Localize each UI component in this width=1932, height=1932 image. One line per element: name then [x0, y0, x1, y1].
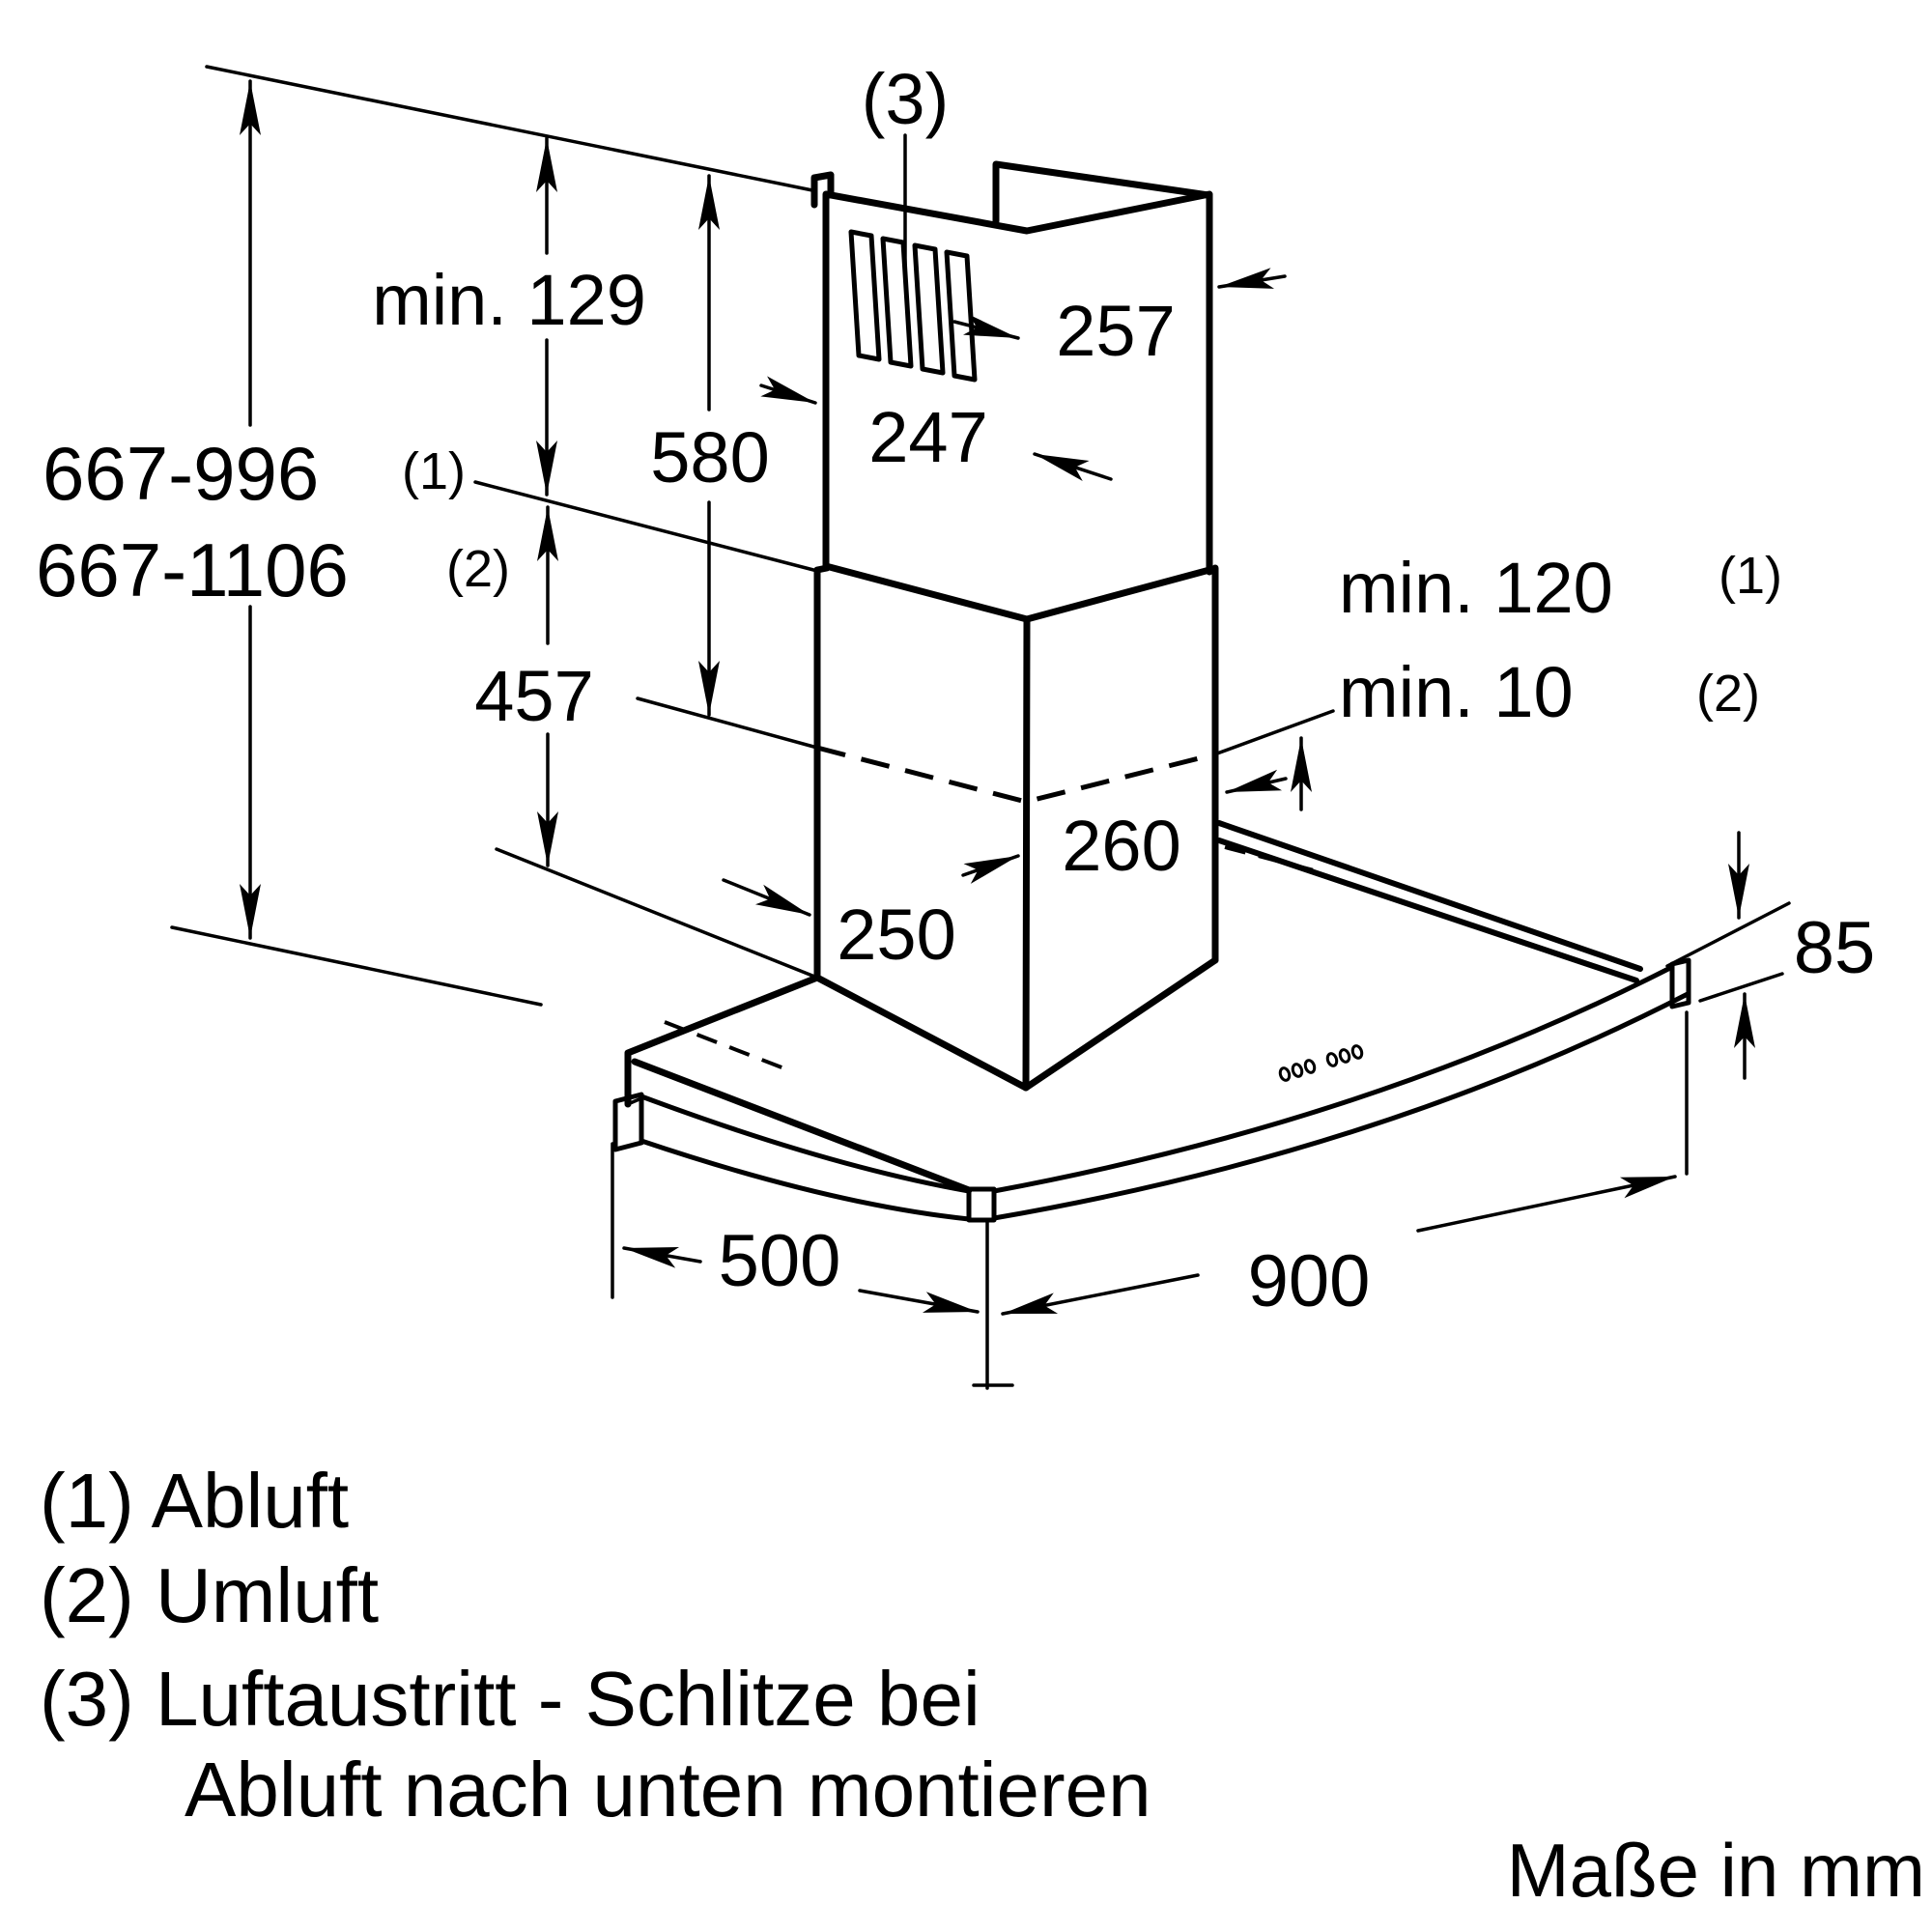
- chimney-base-edges: [813, 956, 1219, 1092]
- control-button: [1303, 1059, 1317, 1074]
- legend-item-exhaust: (1) Abluft: [40, 1458, 349, 1544]
- dimension-labels: (3) min. 129 580 247 257 667-996 (1) 667…: [36, 59, 1875, 1322]
- glass-rim-upper-right: [991, 964, 1675, 1194]
- lower-duct-right-edge: [1206, 564, 1219, 964]
- upper-duct-outline: [822, 190, 1213, 574]
- duct-depth-top-arrow-right: [1033, 452, 1113, 481]
- air-slot: [912, 242, 946, 376]
- legend-item-outlet: (3) Luftaustritt - Schlitze bei: [40, 1656, 980, 1742]
- chimney-upper-section: [810, 160, 1213, 623]
- glass-rim-lower-left: [639, 1138, 972, 1222]
- duct-depth-top-arrow-left: [759, 376, 817, 405]
- width-arrow-right: [1416, 1175, 1677, 1233]
- depth-arrow-right: [858, 1289, 980, 1314]
- label-hood-width: 900: [1248, 1240, 1371, 1322]
- depth-arrow-left: [622, 1246, 702, 1268]
- control-button: [1338, 1048, 1351, 1064]
- superscript-min-exhaust: (1): [1719, 547, 1782, 605]
- label-min-clearance-exhaust: min. 120: [1339, 548, 1613, 628]
- lower-duct-top-reference-line: [473, 480, 819, 573]
- ceiling-line: [205, 65, 814, 192]
- legend-item-outlet-cont: Abluft nach unten montieren: [185, 1747, 1151, 1833]
- air-slot: [880, 236, 914, 369]
- hidden-edge-right: [1224, 845, 1315, 872]
- label-outlet-ref: (3): [862, 59, 949, 139]
- upper-duct-bottom-edge: [822, 562, 1213, 623]
- control-button: [1278, 1066, 1292, 1082]
- hidden-edge-left: [664, 1020, 795, 1074]
- label-duct-depth-top: 247: [868, 397, 987, 477]
- lower-duct-left-edge: [813, 564, 831, 981]
- control-panel: [1278, 1044, 1364, 1082]
- air-outlet-slots: [848, 229, 978, 383]
- duct-level-reference-line-right: [1215, 709, 1335, 755]
- superscript-recirc: (2): [446, 540, 510, 598]
- label-hood-depth: 500: [719, 1220, 841, 1302]
- duct-width-bottom-arrow: [1225, 769, 1288, 794]
- hood-front-left-edge: [631, 1058, 973, 1194]
- label-lower-duct-height: 457: [474, 656, 593, 736]
- label-glass-edge-height: 85: [1794, 907, 1876, 989]
- glass-bottom-reference-line: [1698, 972, 1784, 1003]
- control-button: [1350, 1044, 1364, 1060]
- front-corner-arrow: [961, 854, 1020, 884]
- label-ceiling-min: min. 129: [372, 260, 646, 340]
- dimension-lines: [240, 79, 1755, 1316]
- lower-duct-front-corner: [1022, 615, 1031, 1092]
- glass-top-reference-line: [1665, 901, 1791, 968]
- duct-width-top-arrow-left: [952, 314, 1020, 340]
- glass-right-end-cap: [1669, 957, 1691, 1009]
- label-duct-depth-bottom: 250: [837, 895, 955, 975]
- duct-depth-bottom-arrow: [722, 878, 811, 917]
- duct-back-wall: [992, 160, 1212, 225]
- hood-back-rail-bottom: [1216, 838, 1639, 983]
- hood-canopy: [612, 820, 1691, 1223]
- hood-top-reference-line: [495, 847, 819, 980]
- superscript-exhaust: (1): [402, 442, 466, 500]
- duct-width-top-arrow-right: [1217, 268, 1287, 289]
- label-duct-width-top: 257: [1056, 291, 1175, 371]
- glass-front-corner-cap: [966, 1186, 997, 1223]
- legend: (1) Abluft (2) Umluft (3) Luftaustritt -…: [40, 1458, 1925, 1913]
- duct-level-reference-line-left: [636, 696, 819, 750]
- width-arrow-left: [1001, 1273, 1200, 1316]
- control-button: [1325, 1052, 1339, 1067]
- duct-hidden-level-line: [816, 745, 1211, 805]
- legend-item-recirculation: (2) Umluft: [40, 1552, 379, 1638]
- hood-back-left-edge: [624, 974, 821, 1108]
- chimney-lower-section: [813, 564, 1219, 1092]
- label-total-height-exhaust: 667-996: [43, 431, 319, 516]
- hood-bottom-reference-line: [170, 925, 543, 1007]
- label-min-clearance-recirc: min. 10: [1339, 652, 1574, 732]
- units-note: Maße in mm: [1507, 1828, 1925, 1913]
- duct-back-tab: [810, 171, 835, 209]
- air-slot: [848, 229, 882, 362]
- hood-back-rail-top: [1216, 820, 1643, 972]
- superscript-min-recirc: (2): [1696, 665, 1760, 723]
- label-upper-duct-height: 580: [650, 417, 769, 497]
- air-slot: [944, 249, 978, 383]
- label-total-height-recirc: 667-1106: [36, 527, 349, 612]
- control-button: [1291, 1063, 1304, 1078]
- glass-rim-upper-left: [639, 1094, 972, 1194]
- glass-rim-lower-right: [991, 991, 1690, 1221]
- label-duct-width-bottom: 260: [1062, 806, 1180, 886]
